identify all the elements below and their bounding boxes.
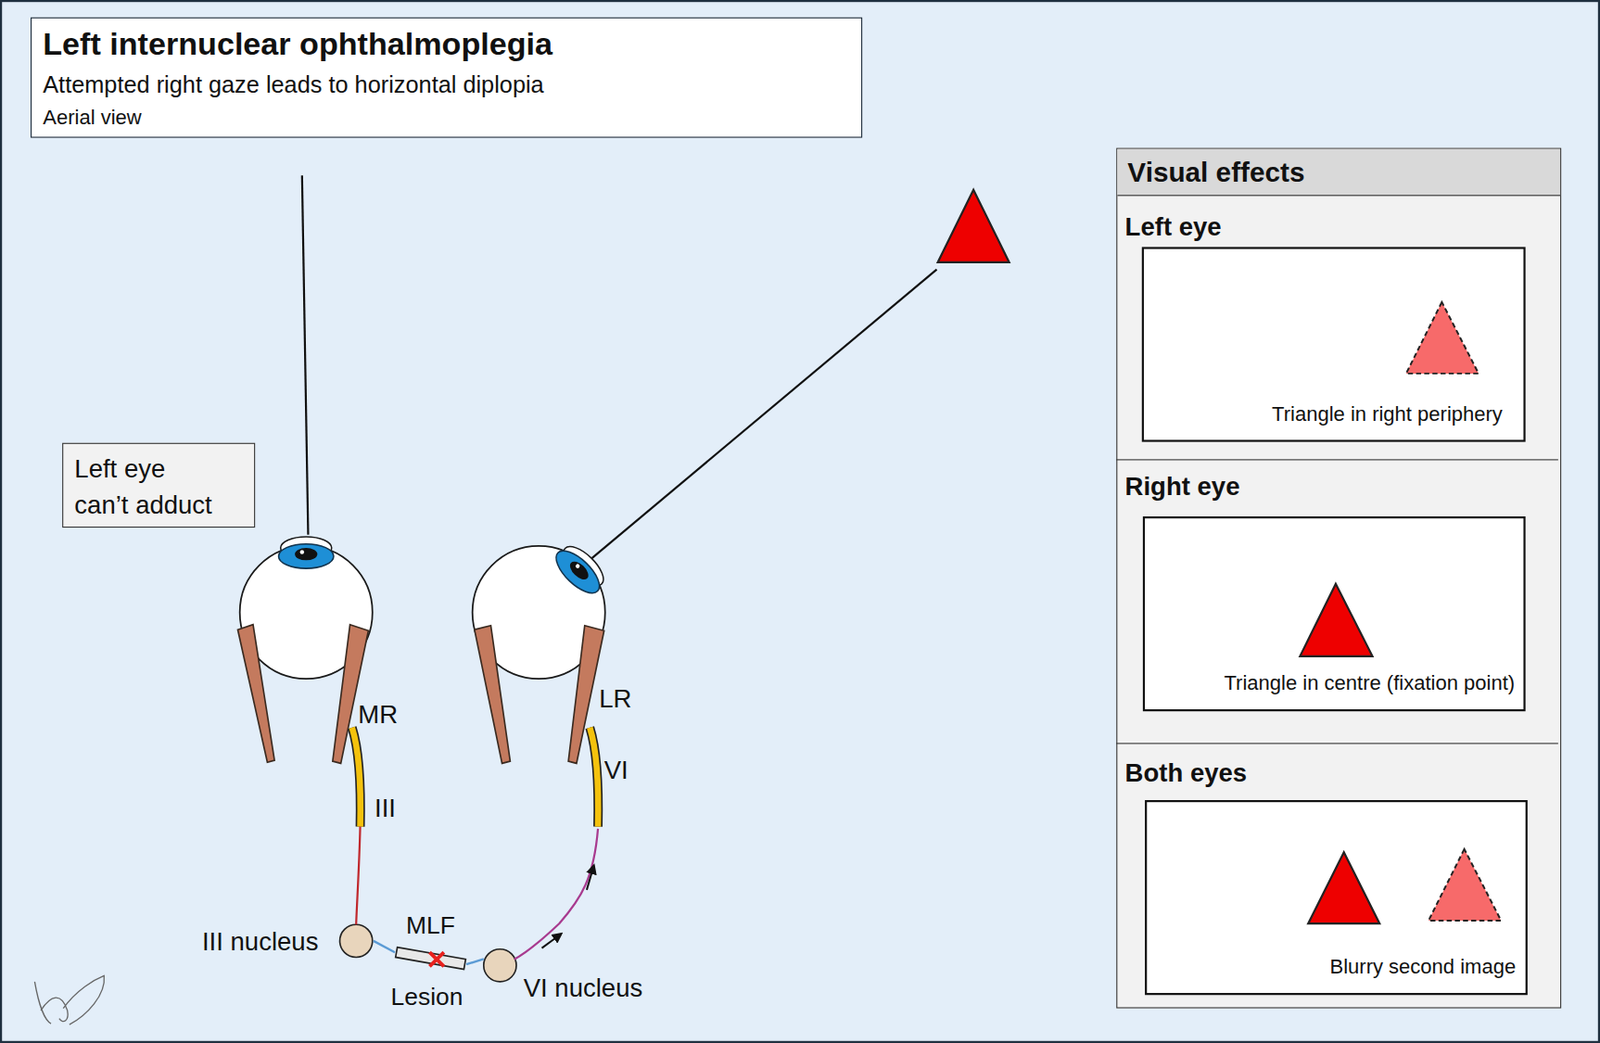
nucleus-circle (340, 924, 373, 957)
eye-panel: Left eyeTriangle in right periphery (1116, 195, 1559, 459)
nucleus-label: VI nucleus (523, 973, 644, 1003)
lesion-mark (429, 952, 444, 966)
diagram-title: Left internuclear ophthalmoplegia (42, 26, 553, 64)
mlf-pathway (466, 958, 484, 965)
panel-heading: Visual effects (1117, 149, 1561, 197)
nerve-fibre (355, 826, 360, 926)
cornea-bulge (557, 540, 610, 593)
highlight (300, 549, 305, 554)
subtitle: Attempted right gaze leads to horizontal… (42, 70, 544, 100)
mlf-pathway (373, 940, 395, 953)
signal-arrow (542, 933, 562, 948)
muscle (237, 624, 275, 763)
eye-panel: Both eyesBlurry second image (1116, 742, 1559, 1006)
view-note: Aerial view (42, 104, 141, 129)
eye-panel: Right eyeTriangle in centre (fixation po… (1116, 458, 1559, 743)
nucleus: III nucleus (193, 920, 374, 962)
nucleus: VI nucleus (483, 947, 666, 1005)
iris (279, 544, 334, 569)
tract-label: MLF (394, 911, 467, 940)
effects-panel: Visual effectsLeft eyeTriangle in right … (1116, 148, 1562, 1009)
nerve (589, 727, 598, 827)
lesion-label: Lesion (391, 982, 463, 1012)
cornea (279, 536, 334, 569)
nerve-outline (589, 727, 598, 827)
view-box: Triangle in right periphery (1141, 246, 1525, 442)
muscle (474, 625, 511, 764)
pupil (566, 558, 592, 583)
callout-box: Left eye can’t adduct (62, 443, 255, 528)
nerve-outline (352, 727, 361, 827)
nerve-fibre (514, 828, 598, 960)
cornea (549, 538, 611, 600)
nerve (352, 727, 361, 827)
title-box: Left internuclear ophthalmoplegiaAttempt… (30, 17, 863, 139)
muscle (332, 624, 369, 764)
part-label: III (374, 792, 396, 822)
callout-text: Left eye can’t adduct (74, 451, 216, 523)
part-label: VI (604, 755, 629, 785)
view-box: Blurry second image (1144, 799, 1528, 994)
iris (549, 544, 607, 600)
cornea-bulge (280, 536, 332, 559)
highlight (574, 563, 581, 570)
mlf-bar (395, 947, 467, 970)
gaze-line (591, 269, 937, 559)
target-triangle (938, 190, 1010, 263)
part-label: MR (357, 699, 398, 729)
eyeball (240, 546, 373, 679)
gaze-line (302, 175, 309, 534)
view-caption: Triangle in right periphery (1271, 400, 1503, 425)
view-caption: Blurry second image (1330, 953, 1517, 978)
signature (34, 975, 104, 1025)
eyeball (472, 546, 606, 679)
panel-heading: Left eye (1125, 210, 1222, 242)
signal-arrow (586, 864, 595, 889)
muscle (568, 625, 605, 764)
panel-heading: Both eyes (1125, 756, 1248, 788)
view-caption: Triangle in centre (fixation point) (1223, 670, 1515, 695)
view-box: Triangle in centre (fixation point) (1142, 515, 1525, 711)
nucleus-circle (483, 949, 517, 982)
part-label: LR (598, 684, 632, 713)
nucleus-label: III nucleus (202, 925, 318, 956)
mlf-tract: MLF Lesion (394, 911, 467, 1012)
pupil (294, 547, 318, 560)
panel-heading: Right eye (1125, 469, 1241, 501)
